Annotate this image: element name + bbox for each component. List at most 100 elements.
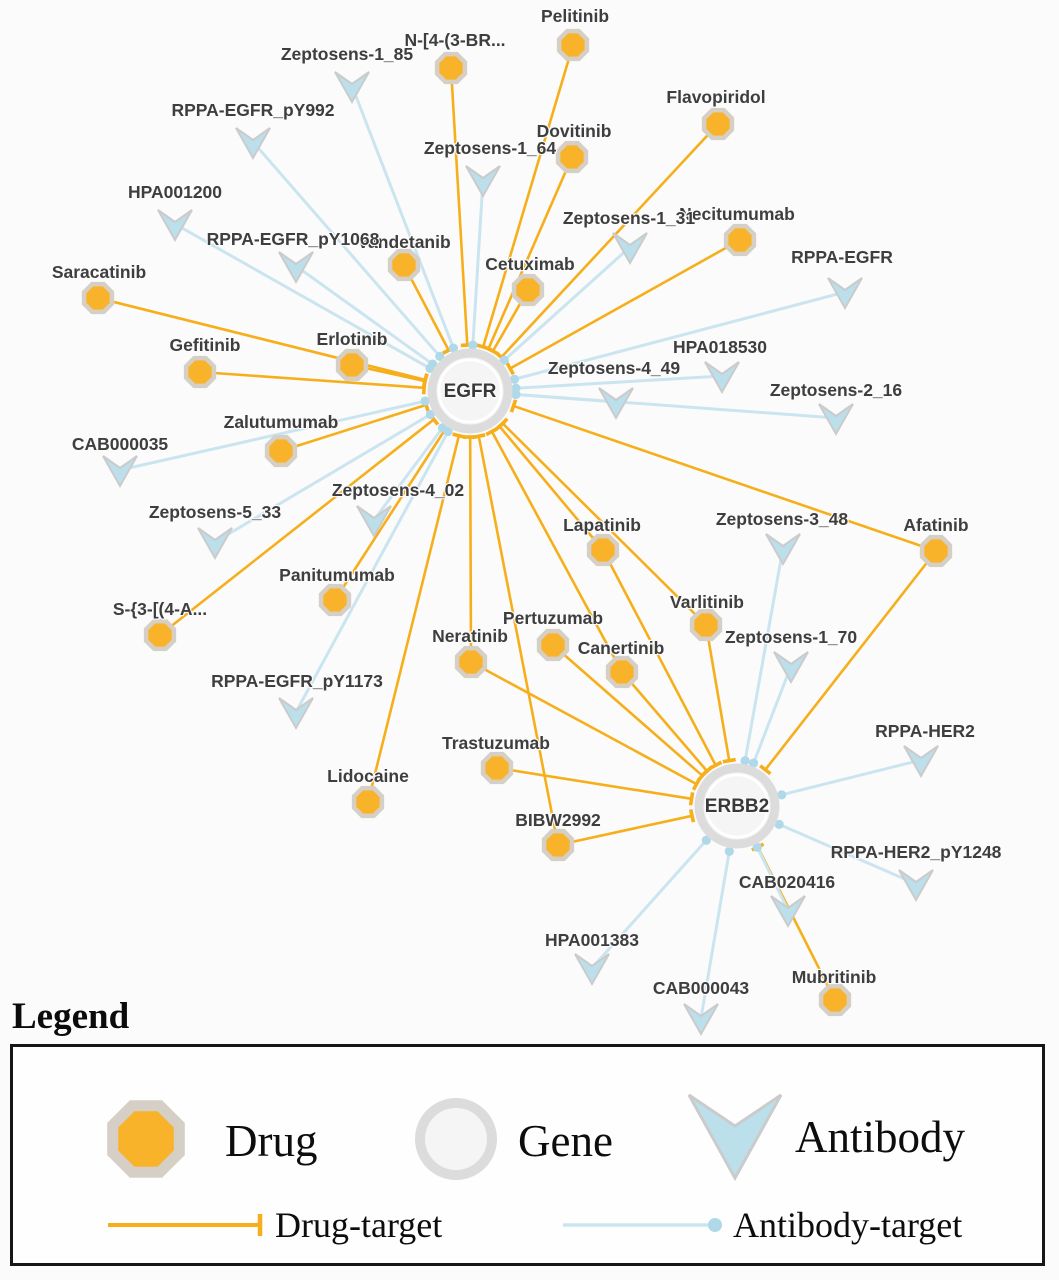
drug-node-zalutumumab[interactable] — [264, 434, 298, 468]
drug-target-edge-afatinib-erbb2 — [764, 550, 938, 771]
antibody-node-rppa-egfr-py1068[interactable] — [278, 251, 314, 285]
antibody-node-hpa018530[interactable] — [704, 361, 740, 395]
drug-node-afatinib[interactable] — [919, 534, 953, 568]
gene-label-erbb2: ERBB2 — [705, 796, 769, 817]
drug-node-erlotinib[interactable] — [335, 348, 369, 382]
legend-drug-label: Drug — [225, 1116, 317, 1166]
antibody-label-hpa018530: HPA018530 — [673, 337, 767, 357]
antibody-target-edge-zeptosens-3-48-erbb2 — [743, 547, 785, 761]
antibody-edge-dot-icon — [428, 359, 438, 369]
drug-target-edge-necitumumab-egfr — [509, 238, 741, 370]
drug-label-pertuzumab: Pertuzumab — [503, 608, 603, 628]
drug-label-panitumumab: Panitumumab — [279, 565, 395, 585]
drug-label-mubritinib: Mubritinib — [792, 967, 877, 987]
antibody-node-zeptosens-1-31[interactable] — [612, 232, 648, 266]
drug-node-trastuzumab[interactable] — [480, 751, 514, 785]
antibody-node-cab000043[interactable] — [683, 1003, 719, 1037]
drug-node-lapatinib[interactable] — [586, 533, 620, 567]
antibody-edge-dot-icon — [420, 396, 430, 406]
drug-node-saracatinib[interactable] — [81, 281, 115, 315]
gene-node-egfr[interactable] — [427, 348, 513, 434]
drug-label-flavopiridol: Flavopiridol — [666, 87, 765, 107]
drug-node-gefitinib[interactable] — [183, 355, 217, 389]
antibody-node-hpa001200[interactable] — [157, 209, 193, 243]
antibody-label-rppa-egfr-py1173: RPPA-EGFR_pY1173 — [211, 671, 383, 691]
antibody-node-cab000035[interactable] — [102, 455, 138, 489]
drug-edge-tee-icon — [691, 777, 702, 791]
drug-node-s-3-4-a[interactable] — [143, 618, 177, 652]
drug-node-mubritinib[interactable] — [818, 983, 852, 1017]
antibody-node-zeptosens-4-49[interactable] — [598, 387, 634, 421]
drug-node-pelitinib[interactable] — [556, 28, 590, 62]
antibody-node-zeptosens-1-70[interactable] — [773, 651, 809, 685]
drug-edge-tee-icon — [421, 374, 429, 388]
antibody-node-zeptosens-3-48[interactable] — [765, 533, 801, 567]
antibody-node-zeptosens-1-85[interactable] — [334, 71, 370, 105]
antibody-node-zeptosens-4-02[interactable] — [356, 505, 392, 539]
antibody-edge-dot-icon — [435, 351, 445, 361]
antibody-label-zeptosens-5-33: Zeptosens-5_33 — [149, 502, 282, 522]
drug-node-pertuzumab[interactable] — [536, 628, 570, 662]
drug-target-edge-pelitinib-egfr — [481, 44, 575, 348]
drug-target-edge-panitumumab-egfr — [333, 428, 447, 601]
drug-node-cetuximab[interactable] — [511, 273, 545, 307]
drug-node-lidocaine[interactable] — [351, 785, 385, 819]
drug-node-neratinib[interactable] — [454, 645, 488, 679]
drug-node-canertinib[interactable] — [605, 655, 639, 689]
antibody-label-zeptosens-4-02: Zeptosens-4_02 — [332, 480, 465, 500]
drug-label-varlitinib: Varlitinib — [670, 592, 744, 612]
drug-edge-tee-icon — [505, 361, 515, 376]
drug-label-necitumumab: Necitumumab — [679, 204, 795, 224]
antibody-target-edge-rppa-egfr-py1068-egfr — [295, 264, 434, 366]
antibody-label-zeptosens-2-16: Zeptosens-2_16 — [770, 380, 903, 400]
legend-canvas: Drug Gene Antibody Drug-target Antibody-… — [107, 1093, 966, 1245]
drug-label-trastuzumab: Trastuzumab — [442, 733, 550, 753]
drug-node-flavopiridol[interactable] — [701, 107, 735, 141]
drug-node-bibw2992[interactable] — [541, 828, 575, 862]
antibody-edge-dot-icon — [499, 355, 509, 365]
antibody-target-edge-rppa-egfr-egfr — [514, 290, 846, 381]
drug-target-edge-neratinib-erbb2 — [470, 660, 698, 786]
drug-target-edge-gefitinib-egfr — [199, 370, 425, 390]
drug-label-s-3-4-a: S-{3-[(4-A... — [113, 599, 207, 619]
antibody-target-edge-hpa001200-egfr — [174, 222, 431, 370]
antibody-node-rppa-egfr-py1173[interactable] — [278, 697, 314, 731]
legend-antibody-edge-label: Antibody-target — [733, 1205, 962, 1245]
antibody-node-rppa-egfr-py992[interactable] — [235, 127, 271, 161]
drug-label-cetuximab: Cetuximab — [485, 254, 574, 274]
drug-node-vandetanib[interactable] — [387, 248, 421, 282]
drug-target-edge-zalutumumab-egfr — [280, 403, 427, 453]
antibody-target-edge-zeptosens-1-70-erbb2 — [752, 665, 793, 764]
antibody-node-hpa001383[interactable] — [574, 953, 610, 987]
labels-layer: EGFRERBB2PelitinibN-[4-(3-BR...Dovitinib… — [51, 5, 1003, 999]
antibody-label-zeptosens-4-49: Zeptosens-4_49 — [548, 358, 681, 378]
gene-node-erbb2[interactable] — [694, 763, 780, 849]
antibody-node-zeptosens-5-33[interactable] — [197, 527, 233, 561]
drug-node-dovitinib[interactable] — [555, 140, 589, 174]
antibody-node-rppa-egfr[interactable] — [827, 277, 863, 311]
antibody-edge-dot-icon — [777, 790, 787, 800]
drug-node-panitumumab[interactable] — [318, 583, 352, 617]
antibody-node-zeptosens-2-16[interactable] — [818, 403, 854, 437]
antibody-target-edge-cab000035-egfr — [119, 399, 426, 472]
drug-target-edge-lidocaine-egfr — [366, 435, 461, 803]
drug-node-necitumumab[interactable] — [723, 223, 757, 257]
antibody-edge-dot-icon — [701, 835, 711, 845]
antibody-node-cab020416[interactable] — [770, 895, 806, 929]
antibody-edge-dot-icon — [468, 340, 478, 350]
drug-edge-tee-icon — [700, 765, 714, 777]
antibody-node-zeptosens-1-64[interactable] — [465, 165, 501, 199]
drug-target-edge-bibw2992-egfr — [477, 435, 560, 846]
drug-node-n-4-3-br[interactable] — [434, 51, 468, 85]
antibody-edge-dot-icon — [748, 758, 759, 768]
antibody-node-rppa-her2[interactable] — [903, 745, 939, 779]
drug-target-edge-n-4-3-br-egfr — [449, 67, 469, 346]
antibody-target-edge-rppa-egfr-py1173-egfr — [294, 430, 450, 713]
drug-label-erlotinib: Erlotinib — [317, 329, 388, 349]
drug-node-varlitinib[interactable] — [689, 608, 723, 642]
drug-label-saracatinib: Saracatinib — [52, 262, 146, 282]
antibody-edge-dot-icon — [752, 842, 762, 852]
antibody-node-rppa-her2-py1248[interactable] — [898, 869, 934, 903]
